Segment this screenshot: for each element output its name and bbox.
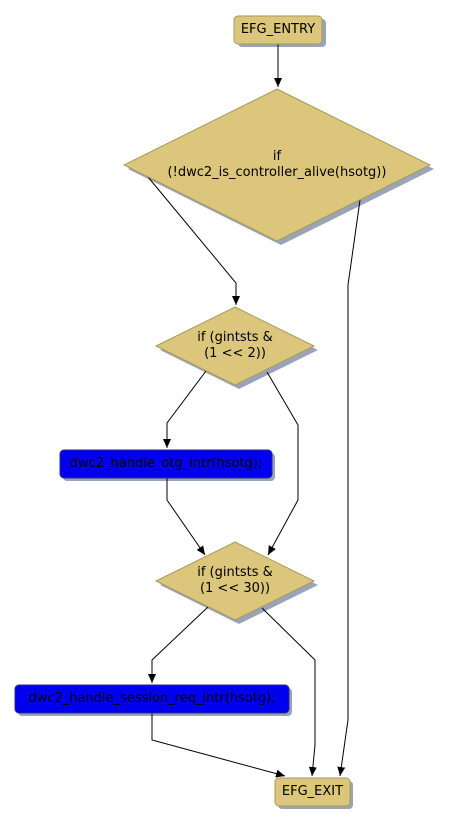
process-otg-label: dwc2_handle_otg_intr(hsotg); <box>60 450 272 478</box>
edge-session-to-process-session <box>148 606 209 683</box>
node-decision-alive <box>122 88 432 242</box>
decision-otg-line1: if (gintsts & <box>197 330 273 345</box>
edge-session-to-exit <box>261 607 317 777</box>
edge-otg-to-process-otg <box>163 370 207 448</box>
edge-otg-to-session <box>266 371 299 556</box>
edge-process-session-to-exit <box>151 713 286 778</box>
process-session-text: dwc2_handle_session_req_intr(hsotg); <box>28 691 276 706</box>
node-decision-otg <box>154 306 316 386</box>
edge-alive-to-exit <box>337 199 361 777</box>
edge-alive-to-otg <box>147 176 240 305</box>
process-otg-text: dwc2_handle_otg_intr(hsotg); <box>69 456 263 471</box>
node-process-otg <box>59 449 273 479</box>
decision-session-line2: (1 << 30)) <box>199 581 271 596</box>
node-process-session <box>14 684 290 714</box>
decision-alive-line1: if <box>272 149 282 164</box>
exit-text: EFG_EXIT <box>281 784 344 799</box>
decision-alive-line2: (!dwc2_is_controller_alive(hsotg)) <box>167 165 387 180</box>
process-session-label: dwc2_handle_session_req_intr(hsotg); <box>15 685 289 713</box>
entry-label: EFG_ENTRY <box>234 16 322 44</box>
node-exit <box>274 777 351 807</box>
node-entry <box>233 15 323 45</box>
decision-session-label: if (gintsts & (1 << 30)) <box>156 542 314 620</box>
edges <box>147 44 361 778</box>
entry-text: EFG_ENTRY <box>240 22 316 37</box>
exit-label: EFG_EXIT <box>275 778 350 806</box>
edge-process-otg-to-session <box>166 478 206 556</box>
node-decision-session <box>154 541 316 621</box>
decision-otg-line2: (1 << 2)) <box>204 346 266 361</box>
decision-alive-label: if (!dwc2_is_controller_alive(hsotg)) <box>124 89 430 241</box>
decision-session-line1: if (gintsts & <box>197 565 273 580</box>
decision-otg-label: if (gintsts & (1 << 2)) <box>156 307 314 385</box>
nodes <box>14 15 432 807</box>
